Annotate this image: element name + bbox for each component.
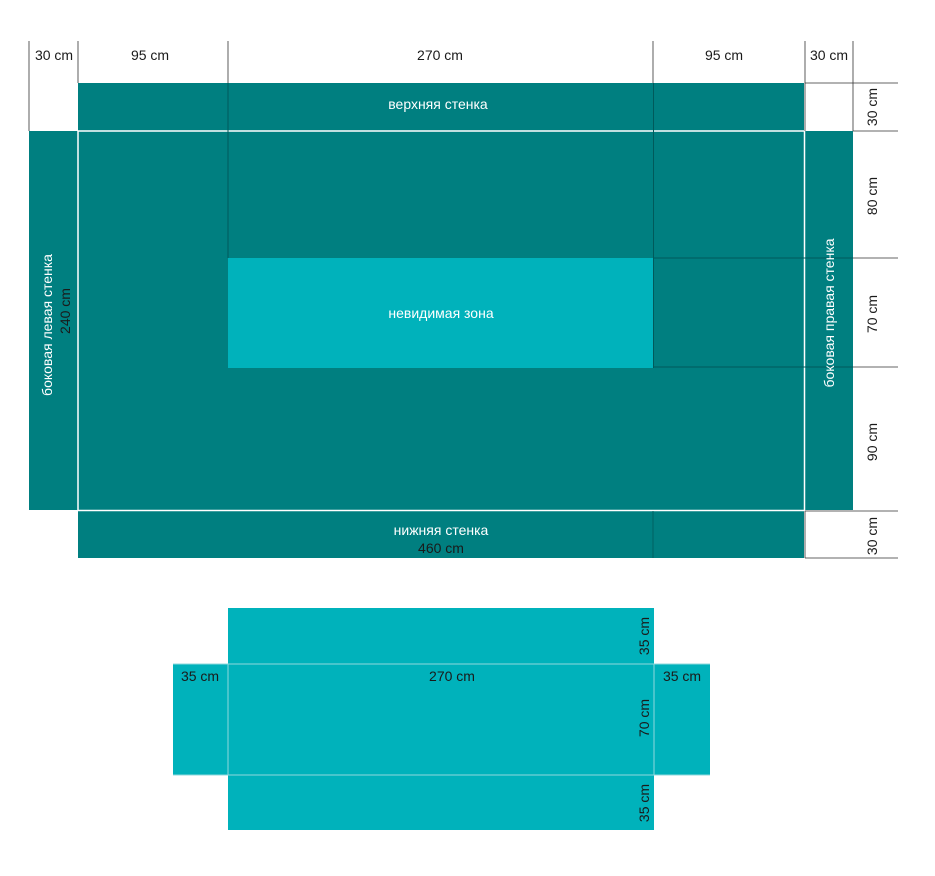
net-height-label: 70 cm	[636, 699, 652, 737]
dim-top-4: 95 cm	[705, 47, 743, 63]
right-wall-label: боковая правая стенка	[821, 238, 837, 387]
bottom-wall-label: нижняя стенка	[394, 522, 489, 538]
left-height-label: 240 cm	[57, 288, 73, 334]
top-wall-label: верхняя стенка	[388, 96, 488, 112]
invisible-zone-panel	[228, 258, 653, 368]
net-length-label: 270 cm	[429, 668, 475, 684]
top-wall-panel	[78, 83, 804, 131]
dim-top-2: 95 cm	[131, 47, 169, 63]
net-bottom-flap-label: 35 cm	[636, 784, 652, 822]
dim-right-4: 90 cm	[864, 423, 880, 461]
net-top-flap	[228, 608, 654, 664]
bottom-wall-panel	[78, 511, 804, 558]
net-bottom-flap	[228, 775, 654, 830]
bottom-width-label: 460 cm	[418, 540, 464, 556]
net-left-flap	[173, 664, 228, 775]
left-wall-panel	[29, 131, 78, 510]
invisible-zone-label: невидимая зона	[388, 305, 493, 321]
dim-top-1: 30 cm	[35, 47, 73, 63]
net-right-flap	[654, 664, 710, 775]
dim-top-5: 30 cm	[810, 47, 848, 63]
dim-top-3: 270 cm	[417, 47, 463, 63]
dim-right-1: 30 cm	[864, 88, 880, 126]
dim-right-3: 70 cm	[864, 295, 880, 333]
dim-right-2: 80 cm	[864, 177, 880, 215]
net-left-flap-label: 35 cm	[181, 668, 219, 684]
box-net: 35 cm 35 cm 270 cm 35 cm 70 cm 35 cm	[173, 608, 710, 830]
dim-right-5: 30 cm	[864, 517, 880, 555]
floor-plan: 30 cm 95 cm 270 cm 95 cm 30 cm 30 cm 80 …	[28, 41, 898, 559]
left-wall-label: боковая левая стенка	[39, 254, 55, 396]
net-top-flap-label: 35 cm	[636, 617, 652, 655]
right-wall-panel	[805, 131, 853, 510]
net-right-flap-label: 35 cm	[663, 668, 701, 684]
net-center	[228, 664, 654, 775]
